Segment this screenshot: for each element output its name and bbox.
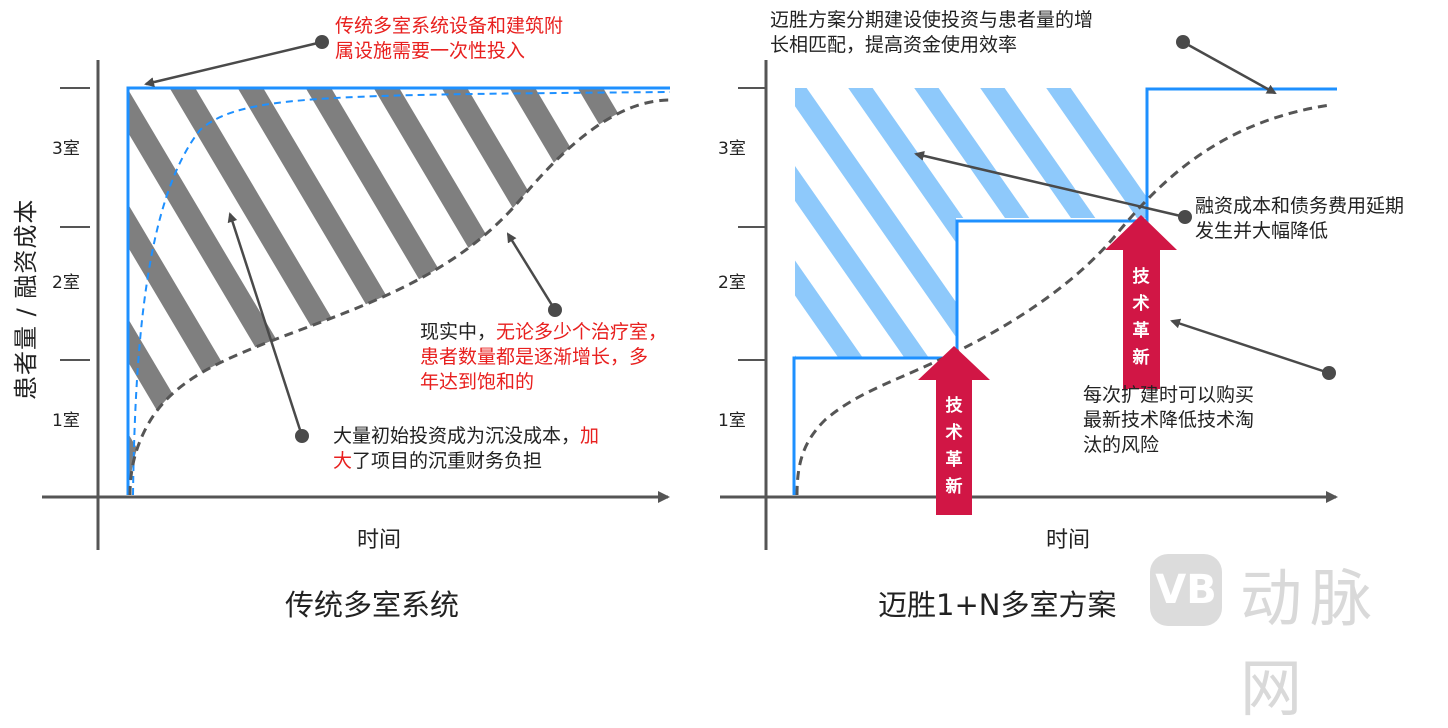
- annotation-one-time-investment: 传统多室系统设备和建筑附 属设施需要一次性投入: [335, 15, 564, 62]
- watermark-text: 动脉网: [1240, 562, 1381, 725]
- tech-arrow-label-1: 技术革新: [945, 396, 963, 497]
- tech-innovation-arrow-2: [1105, 215, 1177, 389]
- y-axis-label: 患者量 / 融资成本: [12, 198, 40, 400]
- x-axis-label: 时间: [357, 528, 402, 553]
- capacity-curve: [132, 91, 671, 496]
- staged-investment-line: [792, 87, 1337, 495]
- annotation-gradual-growth: 现实中，无论多少个治疗室， 患者数量都是逐渐增长，多 年达到饱和的: [420, 321, 668, 393]
- left-caption: 传统多室系统: [285, 588, 460, 622]
- tech-innovation-arrow-1: [918, 346, 990, 515]
- tick-1-room: 1室: [52, 411, 80, 431]
- annotation-sunk-cost: 大量初始投资成为沉没成本，加 大了项目的沉重财务负担: [333, 425, 600, 472]
- tick-1-room-right: 1室: [718, 411, 746, 431]
- patient-demand-curve: [795, 103, 1331, 496]
- tick-2-rooms-right: 2室: [718, 273, 746, 293]
- diagram-canvas: [42, 35, 1338, 550]
- annotation-tech-risk: 每次扩建时可以购买 最新技术降低技术淘 汰的风险: [1083, 384, 1255, 456]
- tick-3-rooms-right: 3室: [718, 139, 746, 159]
- x-axis-label-right: 时间: [1046, 528, 1091, 553]
- tick-3-rooms: 3室: [52, 139, 80, 159]
- annotation-staged-construction: 迈胜方案分期建设使投资与患者量的增 长相匹配，提高资金使用效率: [770, 9, 1094, 56]
- watermark-logo-icon: VB: [1150, 554, 1222, 626]
- right-caption: 迈胜1+N多室方案: [878, 588, 1117, 622]
- patient-demand-curve: [128, 98, 671, 496]
- tick-2-rooms: 2室: [52, 273, 80, 293]
- annotation-financing-deferred: 融资成本和债务费用延期 发生并大幅降低: [1195, 195, 1405, 242]
- tech-arrow-label-2: 技术革新: [1132, 267, 1150, 368]
- watermark: VB 动脉网: [1150, 548, 1440, 725]
- investment-line: [126, 86, 670, 495]
